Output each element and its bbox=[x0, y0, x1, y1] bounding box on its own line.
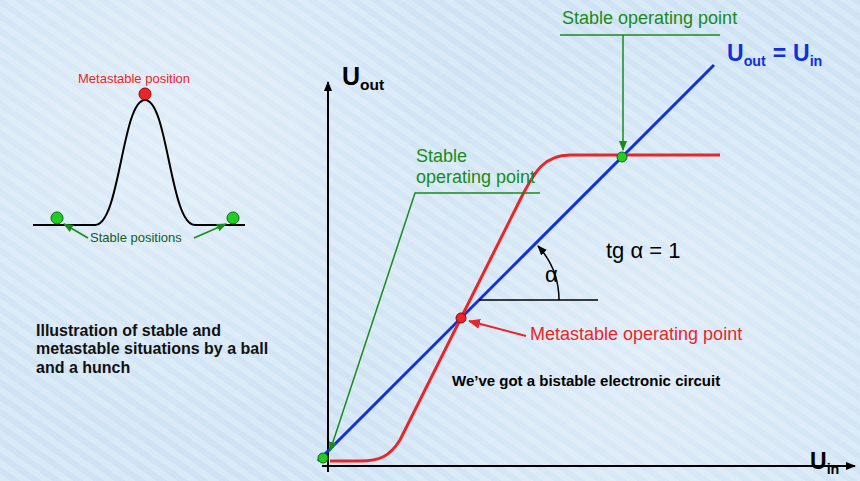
x-axis bbox=[322, 465, 855, 467]
leader-line bbox=[560, 35, 720, 150]
equation-label: out bbox=[744, 53, 766, 69]
axis-label-group: Uin bbox=[810, 448, 839, 477]
equation-label-group: Uout = Uin bbox=[727, 40, 822, 69]
axis-label: U bbox=[342, 62, 360, 90]
metastable-ball bbox=[139, 88, 151, 100]
axis-label: in bbox=[827, 461, 840, 477]
transfer-curve bbox=[330, 155, 720, 461]
callout-label: Metastable operating point bbox=[530, 324, 742, 344]
equation-label: U bbox=[793, 40, 810, 66]
slope-label-group: tg α = 1 bbox=[606, 238, 681, 263]
stable-ball bbox=[227, 212, 239, 224]
angle-label-group: α bbox=[545, 262, 558, 287]
y-axis bbox=[327, 82, 329, 472]
axis-label: out bbox=[360, 76, 384, 93]
illustration-caption: Illustration of stable and metastable si… bbox=[36, 322, 268, 376]
identity-line bbox=[318, 65, 714, 461]
hump-curve bbox=[33, 100, 245, 225]
angle-label: α bbox=[545, 262, 558, 287]
callout-label-group: Stable operating point bbox=[416, 146, 541, 187]
equation-label: U bbox=[727, 40, 744, 66]
equation-label: = bbox=[773, 40, 786, 66]
callout-label-group: Metastable operating point bbox=[530, 324, 742, 345]
slope-label: tg α = 1 bbox=[606, 238, 681, 263]
callout-label: Stable operating point bbox=[416, 146, 535, 187]
stable-ball bbox=[51, 212, 63, 224]
axis-label: U bbox=[810, 448, 827, 474]
metastable-point bbox=[456, 313, 466, 323]
angle-reference bbox=[479, 299, 598, 301]
callout-label: Stable operating point bbox=[562, 8, 737, 28]
note-text-group: We’ve got a bistable electronic circuit bbox=[452, 372, 720, 389]
angle-arc bbox=[538, 246, 559, 300]
leader-line bbox=[330, 193, 540, 451]
leader-line bbox=[64, 224, 88, 238]
position-label: Metastable position bbox=[78, 71, 190, 86]
equation-label: in bbox=[810, 53, 823, 69]
note-text: We’ve got a bistable electronic circuit bbox=[452, 372, 720, 389]
callout-label-group: Stable operating point bbox=[562, 8, 737, 29]
stable-point bbox=[318, 453, 328, 463]
position-label-group: Metastable position bbox=[78, 72, 190, 87]
axis-label-group: Uout bbox=[342, 62, 384, 94]
leader-line bbox=[469, 321, 526, 336]
stable-point bbox=[617, 152, 627, 162]
position-label-group: Stable positions bbox=[90, 231, 182, 246]
illustration-caption-group: Illustration of stable and metastable si… bbox=[36, 322, 286, 377]
leader-line bbox=[194, 224, 226, 238]
position-label: Stable positions bbox=[90, 230, 182, 245]
